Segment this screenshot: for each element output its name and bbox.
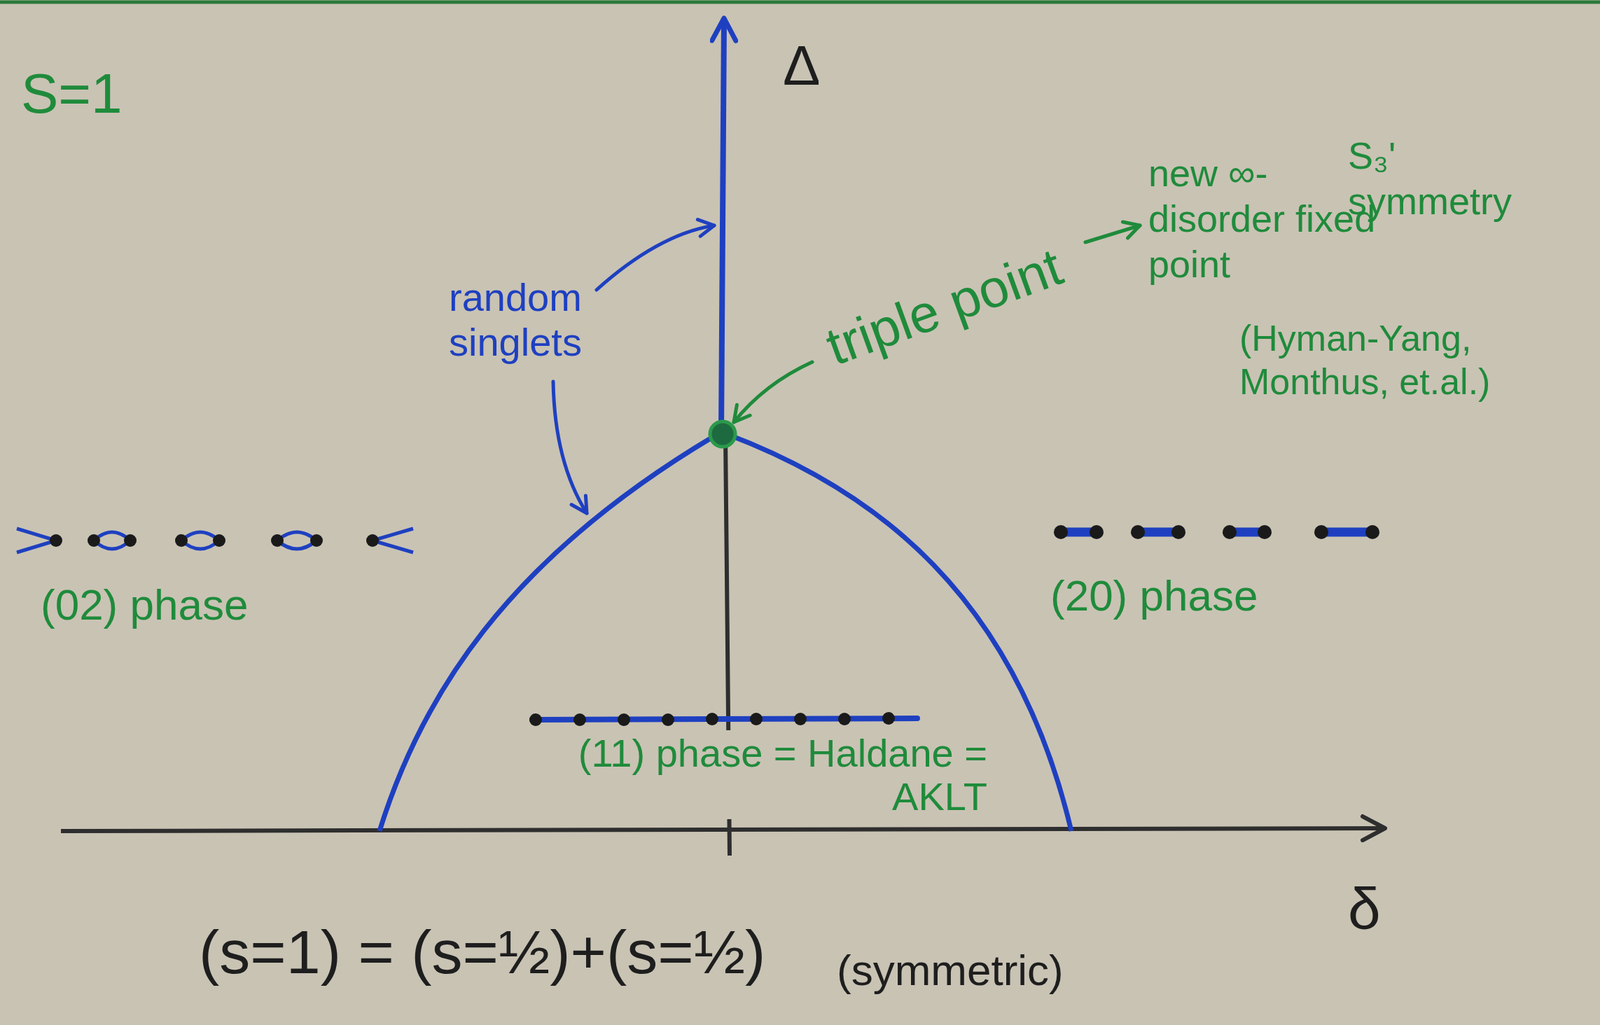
reference-note: (Hyman-Yang, Monthus, et.al.) (1239, 316, 1534, 405)
leader-arrow (596, 225, 715, 290)
triple-point (710, 421, 736, 447)
random-singlet-line (721, 18, 725, 435)
phase-label: (02) phase (40, 579, 248, 630)
annotation: new ∞-disorder fixed point (1148, 150, 1380, 287)
top-edge-line (0, 0, 1600, 5)
leader-arrow (553, 381, 587, 514)
equation: (s=1) = (s=½)+(s=½) (198, 918, 766, 987)
annotation: triple point (817, 235, 1070, 377)
axis-label: δ (1347, 875, 1381, 944)
symmetry-label: S₃' symmetry (1347, 133, 1532, 225)
delta-axis (60, 828, 1386, 832)
phase-label: (11) phase = Haldane = AKLT (555, 730, 992, 820)
axis-label: Δ (782, 33, 820, 99)
dimer-chain-20 (1053, 525, 1380, 540)
leader-arrow (733, 362, 813, 423)
dimer-chain-02 (16, 528, 414, 553)
annotation: random singlets (448, 275, 617, 366)
equation-note: (symmetric) (836, 946, 1064, 995)
spin-label: S=1 (21, 61, 123, 127)
haldane-chain (529, 712, 918, 727)
phase-label: (20) phase (1050, 570, 1258, 621)
leader-arrow (1085, 225, 1140, 243)
